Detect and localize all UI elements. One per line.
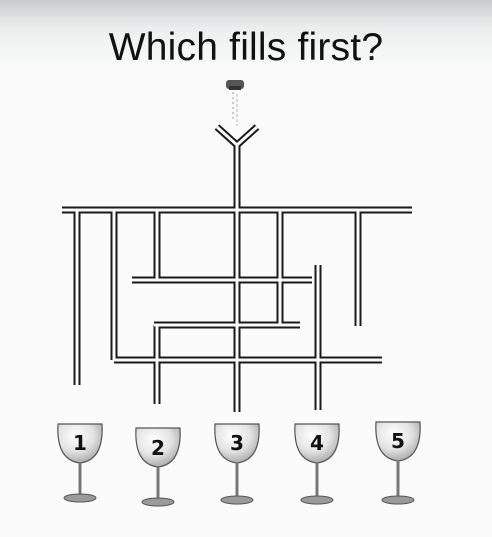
glass-label: 3 [230,431,244,455]
glass-label: 1 [73,431,87,455]
wine-glass-icon [57,423,103,503]
wine-glass-icon [294,423,340,505]
wine-glass-icon [214,423,260,505]
glass-label: 2 [151,436,165,460]
wine-glass-icon [135,427,181,507]
glass-2[interactable]: 2 [135,427,181,507]
glass-3[interactable]: 3 [214,423,260,505]
header-background [0,0,492,70]
page-title: Which fills first? [108,26,384,69]
faucet-icon [226,80,244,90]
glass-label: 4 [310,431,324,455]
glass-label: 5 [391,429,405,453]
wine-glass-icon [375,421,421,505]
pipe-channel [62,125,412,412]
water-stream-icon [232,92,238,126]
glass-4[interactable]: 4 [294,423,340,505]
glass-1[interactable]: 1 [57,423,103,503]
glass-5[interactable]: 5 [375,421,421,505]
